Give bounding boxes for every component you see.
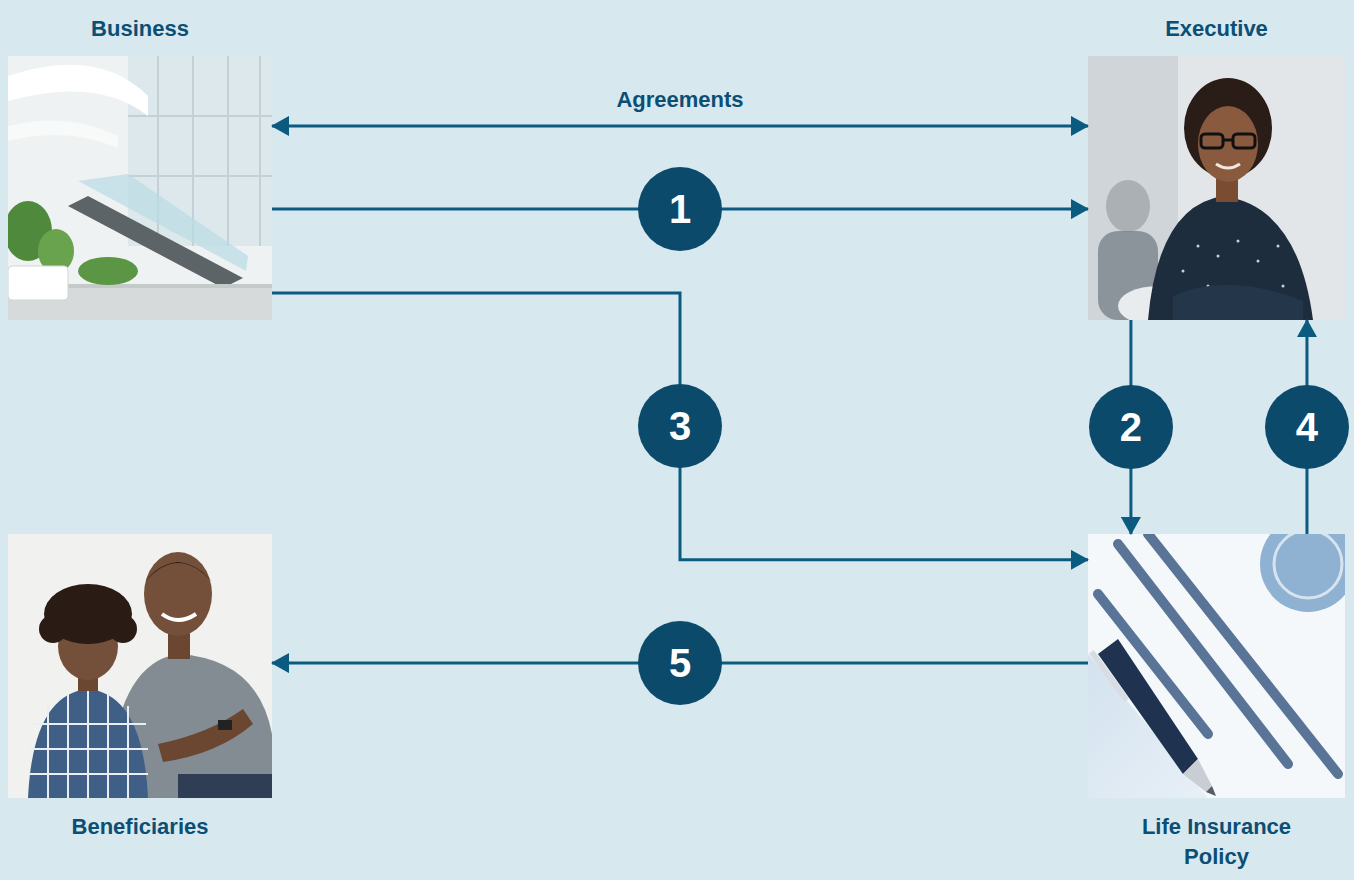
photo-node: Executive [1088,56,1345,320]
node-heading: Executive [1088,14,1345,44]
node-heading: Beneficiaries [8,812,272,842]
executive-photo [1088,56,1345,320]
node-heading: Life Insurance Policy [1122,812,1312,872]
callout-number: 1 [638,167,722,251]
photo-node: Beneficiaries [8,534,272,798]
node-heading: Business [8,14,272,44]
edge-label: Agreements [612,86,747,114]
policy-photo [1088,534,1345,798]
callout-number: 3 [638,384,722,468]
lobby-photo [8,56,272,320]
photo-node: Business [8,56,272,320]
flow-arrow [272,124,1088,127]
photo-node: Life Insurance Policy [1088,534,1345,798]
callout-number: 5 [638,621,722,705]
callout-number: 2 [1089,385,1173,469]
family-photo [8,534,272,798]
callout-number: 4 [1265,385,1349,469]
flow-arrow [272,293,1088,560]
